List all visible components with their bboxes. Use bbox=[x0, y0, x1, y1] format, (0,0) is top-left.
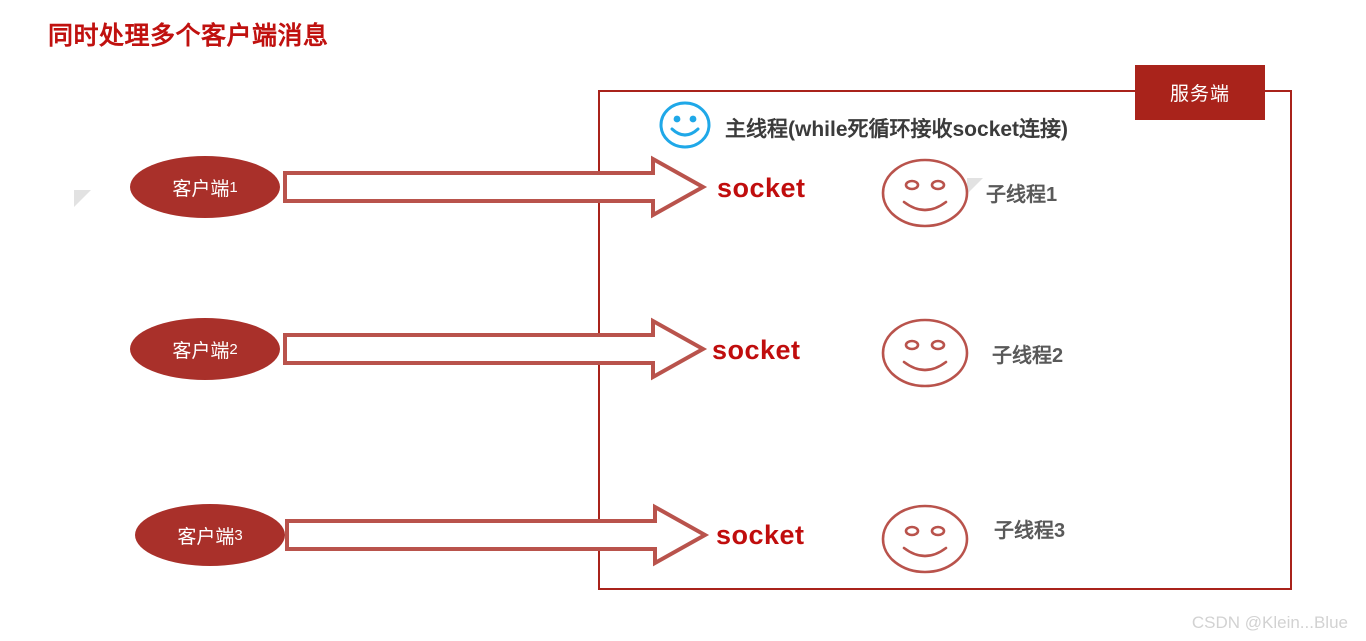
server-tag-label: 服务端 bbox=[1135, 65, 1265, 120]
arrow-client-3-to-socket bbox=[285, 503, 710, 567]
client-node-3-index: 3 bbox=[234, 526, 243, 544]
child-thread-2-label: 子线程2 bbox=[992, 345, 1064, 367]
page-title: 同时处理多个客户端消息 bbox=[48, 22, 329, 50]
client-node-2-index: 2 bbox=[229, 340, 238, 358]
client-node-1-label: 客户端 bbox=[172, 178, 230, 200]
arrow-client-2-to-socket bbox=[283, 317, 708, 381]
decorative-triangle-icon bbox=[74, 190, 91, 207]
socket-label-1: socket bbox=[717, 173, 806, 203]
child-thread-3-smiley-face-icon bbox=[880, 503, 970, 575]
arrow-client-1-to-socket bbox=[283, 155, 708, 219]
main-thread-label: 主线程(while死循环接收socket连接) bbox=[725, 118, 1069, 141]
client-node-1-index: 1 bbox=[229, 178, 238, 196]
socket-label-3: socket bbox=[716, 520, 805, 550]
decorative-triangle-icon-2 bbox=[967, 178, 983, 194]
watermark: CSDN @Klein...Blue bbox=[1191, 613, 1348, 632]
client-node-3-label: 客户端 bbox=[177, 526, 235, 548]
child-thread-1-smiley-face-icon bbox=[880, 157, 970, 229]
client-node-2-label: 客户端 bbox=[172, 340, 230, 362]
child-thread-3-label: 子线程3 bbox=[994, 520, 1066, 542]
child-thread-1-label: 子线程1 bbox=[986, 184, 1058, 206]
child-thread-2-smiley-face-icon bbox=[880, 317, 970, 389]
main-thread-smiley-face-icon bbox=[658, 100, 712, 150]
socket-label-2: socket bbox=[712, 335, 801, 365]
